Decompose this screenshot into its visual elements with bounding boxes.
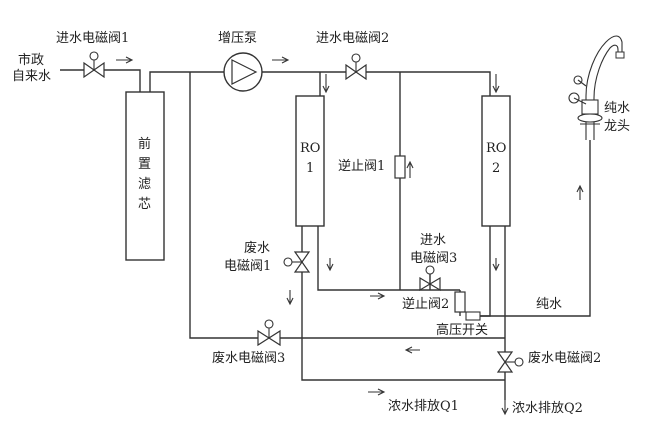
faucet-icon [568, 35, 625, 140]
waste-valve-3 [257, 319, 281, 347]
ro2-membrane [481, 95, 511, 227]
ro1-label-2: 1 [306, 161, 314, 176]
inlet-valve-2 [345, 53, 367, 81]
check-valve1-label: 逆止阀1 [338, 158, 385, 174]
flow-arrows [116, 56, 584, 416]
check-valve-1 [394, 155, 406, 179]
high-pressure-switch-label: 高压开关 [436, 322, 488, 338]
arrow-ro1-prod [326, 258, 334, 272]
faucet-label-1: 纯水 [604, 101, 630, 116]
city-water-label-2: 自来水 [12, 69, 51, 84]
labels: 市政 自来水 进水电磁阀1 增压泵 进水电磁阀2 前 置 滤 芯 RO 1 RO… [12, 31, 630, 416]
arrow-pump-out [272, 56, 290, 64]
arrow-inlet [116, 56, 134, 64]
booster-pump-label: 增压泵 [218, 31, 257, 46]
check-valve-2 [454, 291, 466, 313]
inlet-valve-1 [83, 51, 105, 79]
high-pressure-switch [465, 311, 481, 321]
faucet-label-2: 龙头 [604, 119, 630, 134]
arrow-ro2-prod [492, 258, 500, 272]
arrow-waste3-left [404, 346, 420, 354]
waste-valve1-label-2: 电磁阀1 [224, 259, 271, 274]
check-valve2-label: 逆止阀2 [402, 296, 449, 312]
pre-filter [125, 91, 165, 261]
valve3-label-1: 进水 [420, 233, 446, 248]
arrow-faucet-up [576, 184, 584, 200]
ro2-label-2: 2 [492, 161, 500, 176]
ro1-membrane [295, 95, 325, 227]
arrow-ro2-down [492, 74, 500, 94]
booster-pump [223, 52, 263, 92]
arrow-waste1-down [286, 290, 294, 306]
pre-filter-label-4: 芯 [138, 197, 151, 212]
valve1-label: 进水电磁阀1 [56, 31, 129, 46]
waste-valve3-label: 废水电磁阀3 [212, 350, 285, 366]
drain-q2-label: 浓水排放Q2 [512, 401, 583, 416]
pure-water-label: 纯水 [536, 297, 562, 312]
ro2-label-1: RO [486, 141, 506, 156]
inlet-valve-3 [419, 265, 441, 292]
arrow-drain-q2 [501, 400, 509, 416]
pre-filter-label-1: 前 [138, 136, 151, 152]
city-water-label-1: 市政 [18, 52, 44, 68]
waste-valve-2 [496, 351, 524, 373]
waste-valve1-label-1: 废水 [244, 240, 270, 256]
waste-valve2-label: 废水电磁阀2 [528, 350, 601, 366]
arrow-ro1-down [322, 74, 330, 94]
arrow-drain-q1 [368, 388, 386, 396]
ro1-label-1: RO [300, 141, 320, 156]
valve2-label: 进水电磁阀2 [316, 31, 389, 46]
arrow-check1-up [406, 160, 414, 178]
arrow-prod-right [370, 292, 386, 300]
valve3-label-2: 电磁阀3 [410, 251, 457, 266]
pre-filter-label-2: 置 [138, 157, 151, 172]
drain-q1-label: 浓水排放Q1 [388, 399, 459, 414]
waste-valve-1 [283, 251, 311, 273]
pre-filter-label-3: 滤 [138, 177, 151, 192]
